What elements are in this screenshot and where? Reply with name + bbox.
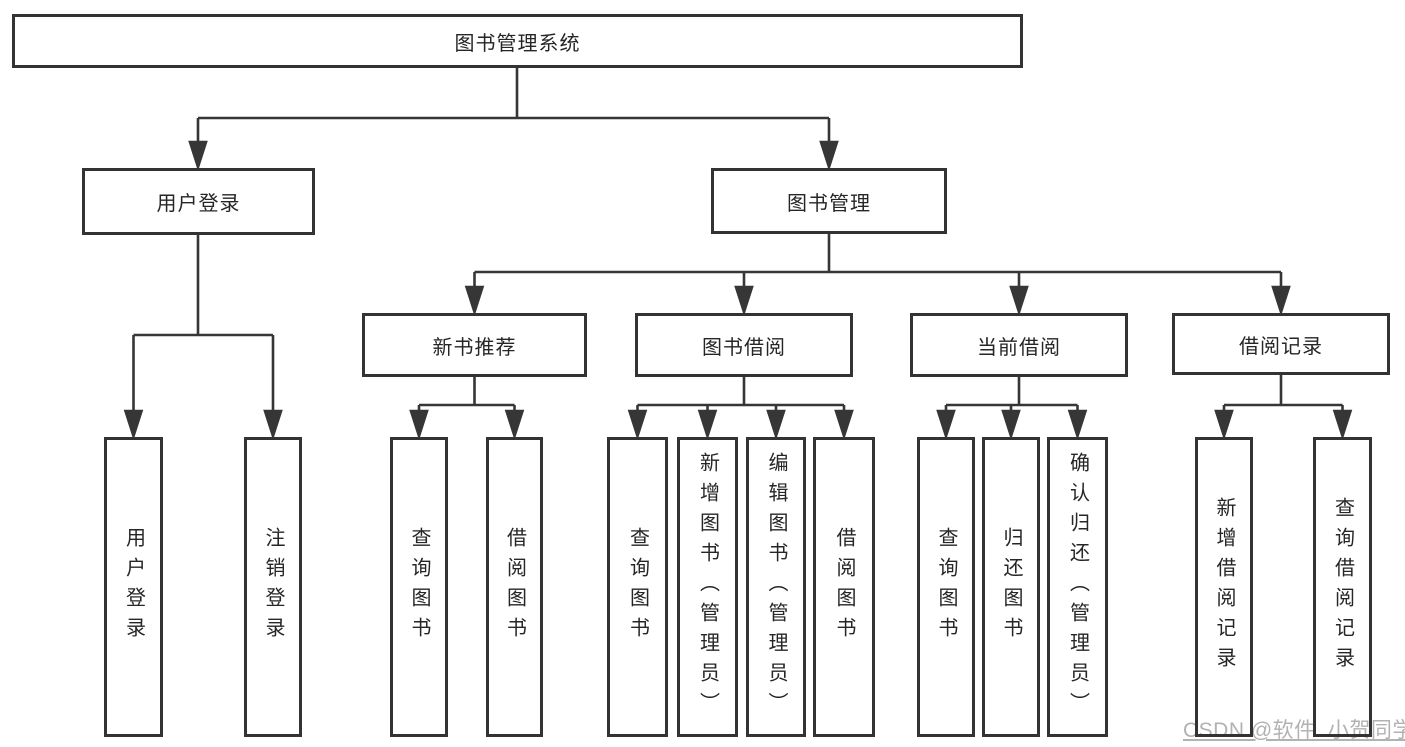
leaf-confirm-return-admin: 确认归还（管理员） <box>1047 437 1108 737</box>
edge-current-borrow-children <box>936 377 1088 441</box>
leaf-borrow-books-recommend: 借阅图书 <box>486 437 543 737</box>
node-label: 用户登录 <box>156 193 241 215</box>
node-label: 新书推荐 <box>432 336 517 359</box>
node-label: 图书借阅 <box>702 336 786 359</box>
leaf-query-books-recommend: 查询图书 <box>390 437 448 737</box>
node-label: 查询图书 <box>408 527 430 647</box>
node-label: 编辑图书（管理员） <box>765 452 787 722</box>
arrowhead <box>1214 409 1234 441</box>
arrowhead <box>464 285 485 317</box>
edge-book-borrow-children <box>627 377 854 441</box>
leaf-return-books: 归还图书 <box>982 437 1040 737</box>
node-label: 借阅图书 <box>503 527 526 647</box>
node-label: 图书管理系统 <box>454 32 581 55</box>
node-label: 借阅图书 <box>833 527 855 647</box>
edge-book-management-children <box>464 234 1291 317</box>
node-current-borrow: 当前借阅 <box>910 313 1128 377</box>
node-label: 确认归还（管理员） <box>1066 452 1089 722</box>
leaf-add-borrow-record: 新增借阅记录 <box>1195 437 1253 737</box>
node-new-book-recommend: 新书推荐 <box>362 313 587 377</box>
leaf-borrow-books-borrow: 借阅图书 <box>813 437 875 737</box>
edge-new-book-recommend-children <box>409 377 525 441</box>
node-label: 借阅记录 <box>1239 335 1323 358</box>
node-label: 注销登录 <box>262 527 284 647</box>
arrowhead <box>1332 409 1353 441</box>
node-root-system: 图书管理系统 <box>12 14 1023 68</box>
arrowhead <box>1271 285 1291 317</box>
arrowhead <box>766 409 786 441</box>
node-label: 查询图书 <box>626 527 649 647</box>
edge-root-to-level2 <box>188 68 839 172</box>
node-borrow-records: 借阅记录 <box>1172 313 1390 375</box>
leaf-user-login: 用户登录 <box>104 437 163 737</box>
leaf-query-borrow-record: 查询借阅记录 <box>1313 437 1372 737</box>
arrowhead <box>263 409 283 441</box>
leaf-query-books-borrow: 查询图书 <box>607 437 668 737</box>
node-book-borrow: 图书借阅 <box>635 313 853 377</box>
arrowhead <box>1001 409 1021 441</box>
arrowhead <box>123 409 144 441</box>
arrowhead <box>627 409 648 441</box>
node-label: 当前借阅 <box>977 336 1061 359</box>
arrowhead <box>936 409 956 441</box>
edge-borrow-records-children <box>1214 375 1353 441</box>
leaf-add-books-admin: 新增图书（管理员） <box>677 437 738 737</box>
node-label: 查询借阅记录 <box>1331 497 1354 677</box>
arrowhead <box>409 409 429 441</box>
arrowhead <box>1009 285 1029 317</box>
edge-user-login-children <box>123 235 283 441</box>
node-label: 图书管理 <box>787 192 871 215</box>
arrowhead <box>734 285 754 317</box>
node-label: 查询图书 <box>935 527 957 647</box>
node-label: 新增借阅记录 <box>1213 497 1235 677</box>
node-label: 归还图书 <box>1000 527 1022 647</box>
arrowhead <box>697 409 718 441</box>
node-label: 新增图书（管理员） <box>696 452 719 722</box>
node-label: 用户登录 <box>122 527 145 647</box>
arrowhead <box>188 140 208 172</box>
node-user-login: 用户登录 <box>82 168 315 235</box>
arrowhead <box>819 140 839 172</box>
leaf-logout: 注销登录 <box>244 437 302 737</box>
leaf-query-books-current: 查询图书 <box>917 437 975 737</box>
node-book-management: 图书管理 <box>711 168 947 234</box>
arrowhead <box>504 409 525 441</box>
leaf-edit-books-admin: 编辑图书（管理员） <box>746 437 806 737</box>
arrowhead <box>834 409 854 441</box>
arrowhead <box>1067 409 1088 441</box>
